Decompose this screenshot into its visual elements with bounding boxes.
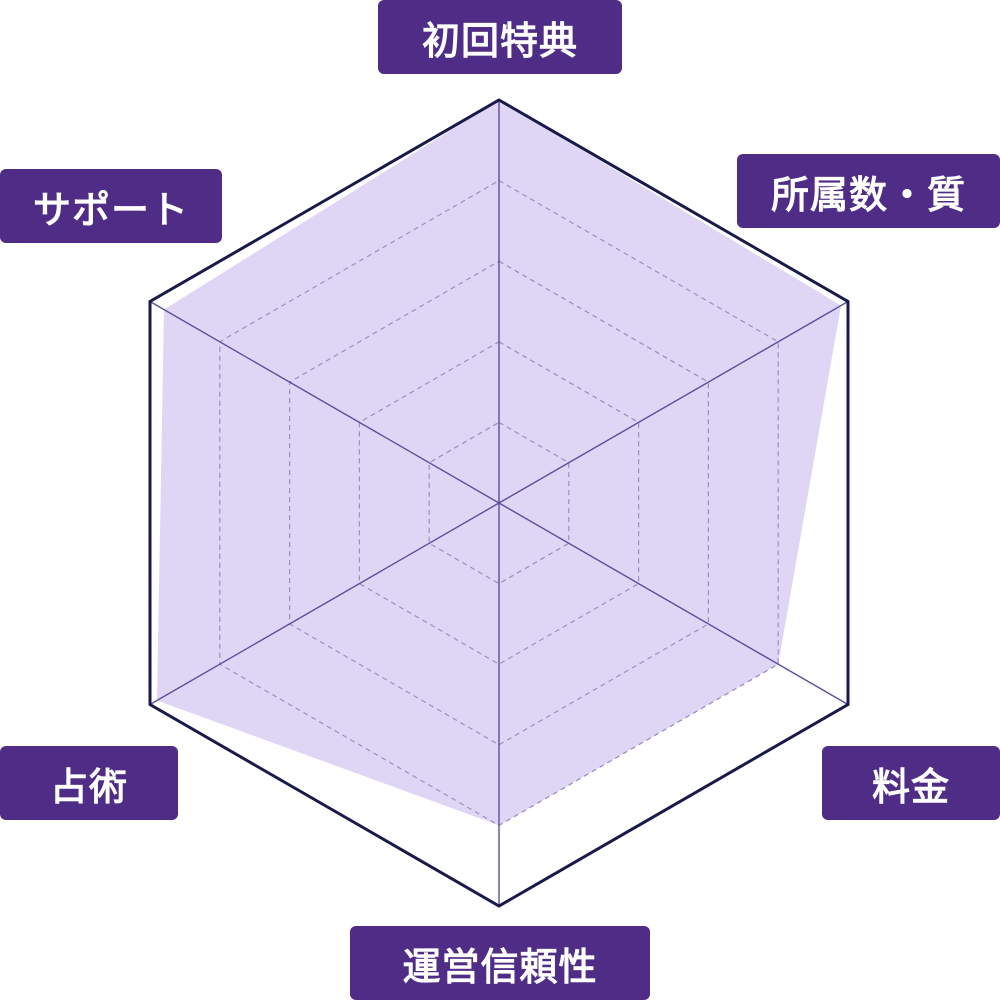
radar-spoke	[498, 300, 849, 504]
axis-label-first-bonus: 初回特典	[378, 0, 622, 74]
radar-spoke	[498, 502, 849, 706]
axis-label-divination: 占術	[0, 746, 178, 820]
axis-label-support: サポート	[0, 169, 222, 243]
axis-label-price: 料金	[822, 746, 1000, 820]
axis-label-operator-reliability: 運営信頼性	[350, 926, 650, 1000]
radar-outer-frame	[148, 98, 850, 908]
radar-spoke	[149, 502, 500, 706]
radar-spokes	[149, 100, 849, 906]
axis-label-members-quality: 所属数・質	[737, 154, 1000, 228]
radar-spoke	[149, 300, 500, 504]
